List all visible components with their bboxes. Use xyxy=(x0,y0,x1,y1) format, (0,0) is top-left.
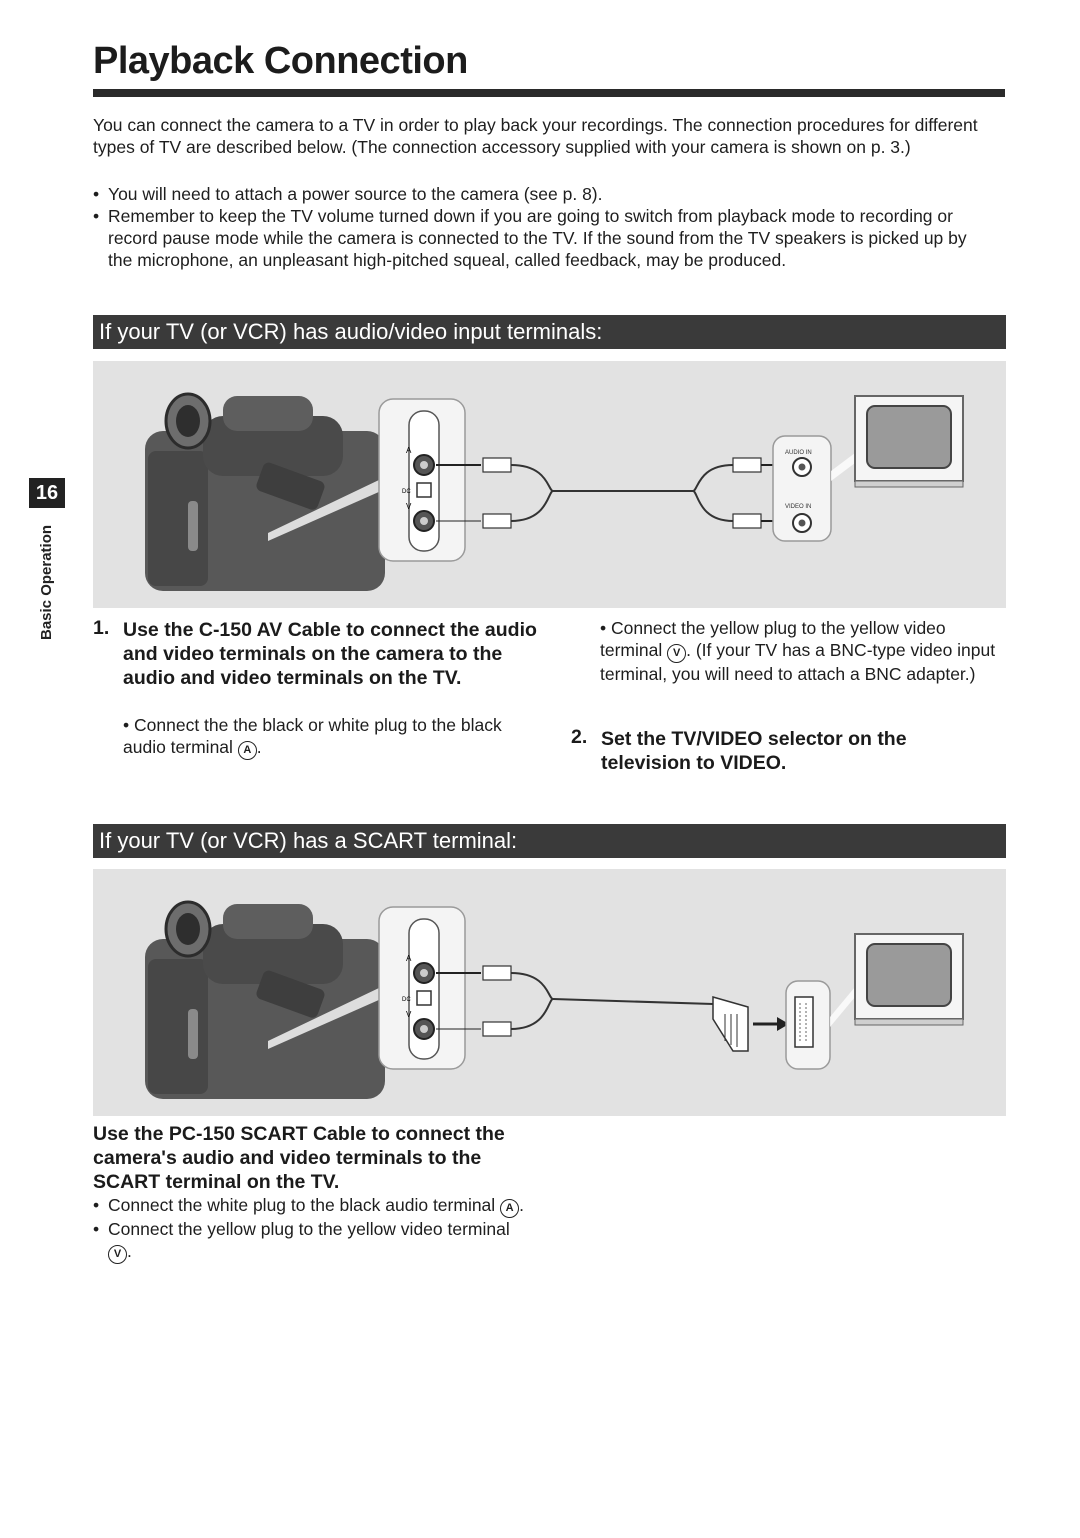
camcorder-illustration xyxy=(145,900,385,1099)
audio-terminal-symbol: A xyxy=(237,741,257,760)
av-connection-diagram: A DC V AUDIO IN VIDEO IN xyxy=(93,361,1006,608)
audio-terminal-symbol: A xyxy=(500,1199,520,1218)
terminal-dc-label: DC xyxy=(402,997,411,1003)
intro-bullet: You will need to attach a power source t… xyxy=(93,183,993,205)
av-section-banner: If your TV (or VCR) has audio/video inpu… xyxy=(93,315,1006,349)
step2-text: Set the TV/VIDEO selector on the televis… xyxy=(601,728,907,774)
av-connection-illustration: A DC V AUDIO IN VIDEO IN xyxy=(145,392,964,591)
scart-section-banner: If your TV (or VCR) has a SCART terminal… xyxy=(93,824,1006,858)
terminal-a-label: A xyxy=(406,954,412,963)
terminal-a-label: A xyxy=(406,446,412,455)
video-terminal-symbol: V xyxy=(667,644,687,663)
scart-connection-illustration: A DC V xyxy=(145,900,964,1099)
intro-bullet: Remember to keep the TV volume turned do… xyxy=(93,205,993,271)
scart-bullet: Connect the yellow plug to the yellow vi… xyxy=(93,1218,533,1264)
terminal-v-label: V xyxy=(406,502,412,511)
camcorder-illustration xyxy=(145,392,385,591)
title-rule xyxy=(93,89,1005,97)
terminal-dc-label: DC xyxy=(402,489,411,495)
video-in-label: VIDEO IN xyxy=(785,504,811,510)
step1-number: 1. xyxy=(93,617,110,639)
video-terminal-symbol: V xyxy=(108,1245,127,1264)
scart-connection-diagram: A DC V xyxy=(93,869,1006,1116)
scart-bullet: Connect the white plug to the black audi… xyxy=(93,1194,533,1218)
terminal-v-label: V xyxy=(406,1010,412,1019)
scart-bullets: Connect the white plug to the black audi… xyxy=(93,1194,533,1264)
section-label: Basic Operation xyxy=(38,524,55,640)
page-title: Playback Connection xyxy=(93,40,468,82)
intro-bullets: You will need to attach a power source t… xyxy=(93,183,993,271)
intro-paragraph: You can connect the camera to a TV in or… xyxy=(93,115,978,157)
step2-number: 2. xyxy=(571,726,588,748)
page-number-tab: 16 xyxy=(29,478,65,508)
step1-text: Use the C-150 AV Cable to connect the au… xyxy=(123,619,537,689)
scart-heading: Use the PC-150 SCART Cable to connect th… xyxy=(93,1123,505,1193)
step1-bullet: • Connect the the black or white plug to… xyxy=(123,714,523,760)
video-plug-bullet: • Connect the yellow plug to the yellow … xyxy=(600,618,996,684)
audio-in-label: AUDIO IN xyxy=(785,450,812,456)
